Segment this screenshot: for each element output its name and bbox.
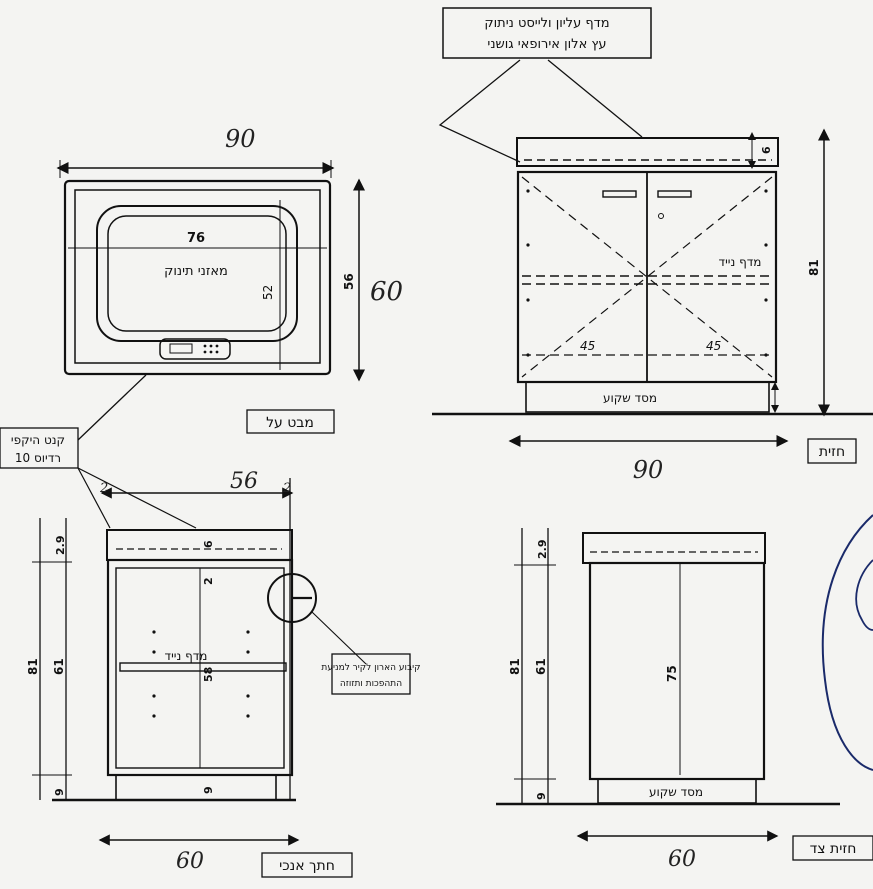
- side-view-title-box: [792, 835, 873, 861]
- section-right-2: 2: [282, 481, 291, 496]
- front-height-dim: 81: [807, 259, 821, 276]
- side-2-9: 2.9: [536, 540, 549, 560]
- pen-scribble: [821, 514, 873, 771]
- section-9-inner: 9: [202, 786, 215, 794]
- front-width-hand: 90: [633, 456, 664, 484]
- section-title-box: [261, 852, 353, 878]
- movable-shelf-front-label: מדף נייד: [719, 255, 762, 269]
- top-view-title-box: [246, 409, 335, 434]
- section-2-9: 2.9: [54, 536, 67, 556]
- section-9-left: 9: [53, 788, 66, 796]
- wall-fix-line2: התהפכות ותזוזה: [340, 679, 402, 689]
- movable-shelf-section-label: מדף נייד: [165, 649, 208, 663]
- shelf-pin-dots-front: [526, 189, 768, 357]
- side-75: 75: [665, 665, 679, 682]
- section-title: חתך אנכי: [279, 858, 335, 874]
- front-shelf-thickness: 6: [760, 146, 773, 154]
- top-shelf-callout-line1: מדף עליון ולייסט ניתוק: [484, 16, 609, 31]
- callout-leaders: [438, 59, 643, 163]
- side-81: 81: [508, 658, 522, 675]
- section-61: 61: [52, 658, 66, 675]
- edge-callout-leaders: [77, 467, 197, 529]
- edge-callout-box: [0, 427, 79, 469]
- section-58: 58: [202, 667, 215, 682]
- section-width-hand: 60: [176, 849, 204, 874]
- top-depth-hand: 60: [370, 277, 403, 307]
- wall-fix-callout-box: [331, 653, 411, 695]
- door-angle-left: 45: [580, 339, 595, 353]
- side-9: 9: [535, 792, 548, 800]
- recessed-base-side-label: מסד שקוע: [649, 785, 703, 799]
- edge-callout-line2: רדיוס 10: [15, 451, 61, 465]
- baby-scale-label: מאזני תינוק: [164, 264, 228, 279]
- edge-leader-top: [77, 374, 147, 441]
- top-width-hand: 90: [225, 125, 256, 153]
- edge-callout-line1: קנט היקפי: [11, 433, 65, 447]
- recessed-base-front-label: מסד שקוע: [603, 391, 657, 405]
- section-top-width: 56: [230, 469, 258, 494]
- scale-depth-dim: 52: [261, 285, 275, 300]
- side-view: [496, 528, 840, 842]
- front-view: [432, 128, 873, 447]
- scale-buttons: [203, 344, 219, 354]
- section-view: [32, 478, 367, 846]
- section-6: 6: [202, 540, 215, 548]
- side-width-hand: 60: [668, 847, 696, 872]
- scale-width-dim: 76: [187, 231, 205, 246]
- front-view-title-box: [807, 438, 857, 464]
- top-view: [56, 160, 365, 382]
- wall-fix-line1: קיבוע הארון לקיר למניעת: [321, 663, 420, 673]
- pen-scribble-inner: [855, 559, 873, 631]
- side-view-title: חזית צד: [810, 841, 857, 857]
- front-view-title: חזית: [819, 444, 845, 460]
- top-view-title: מבט על: [266, 415, 314, 431]
- top-shelf-callout-box: [442, 7, 652, 59]
- door-angle-right: 45: [706, 339, 721, 353]
- section-81: 81: [26, 658, 40, 675]
- top-depth-printed: 56: [342, 273, 356, 290]
- section-2-inner: 2: [202, 577, 215, 585]
- shelf-pin-dots-section: [152, 630, 250, 718]
- side-61: 61: [534, 658, 548, 675]
- section-left-2: 2: [99, 481, 108, 496]
- top-shelf-callout-line2: עץ אלון אירופאי גושני: [487, 37, 606, 52]
